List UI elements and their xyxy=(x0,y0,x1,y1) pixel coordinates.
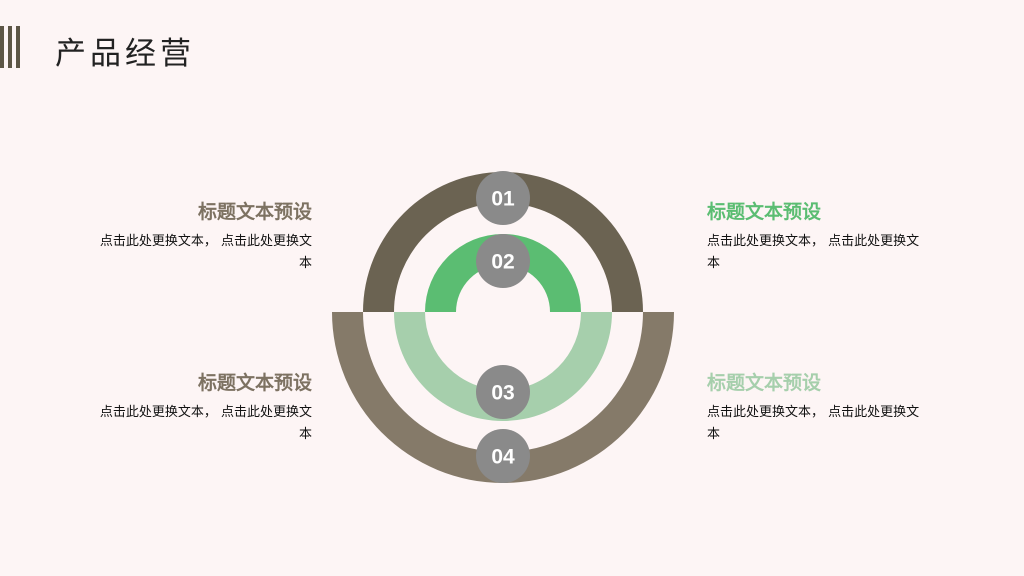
block-body: 点击此处更换文本， 点击此处更换文本 xyxy=(707,405,920,442)
badge-04-label: 04 xyxy=(491,446,515,469)
block-title: 标题文本预设 xyxy=(707,201,822,223)
block-title: 标题文本预设 xyxy=(197,372,312,394)
ring-segment-04 xyxy=(332,312,674,483)
text-block-bottom-right: 标题文本预设 点击此处更换文本， 点击此处更换文本 xyxy=(707,370,927,446)
badge-04: 04 xyxy=(476,429,530,483)
block-body: 点击此处更换文本， 点击此处更换文本 xyxy=(99,405,312,442)
badge-02-label: 02 xyxy=(491,251,514,274)
block-title: 标题文本预设 xyxy=(197,201,312,223)
badge-01: 01 xyxy=(476,171,530,225)
badge-03-label: 03 xyxy=(491,382,514,405)
ring-segment-01 xyxy=(363,172,643,312)
badge-03: 03 xyxy=(476,365,530,419)
page-title: 产品经营 xyxy=(55,36,195,72)
badge-01-label: 01 xyxy=(491,188,515,211)
ring-segment-02 xyxy=(425,234,581,312)
ring-segment-03 xyxy=(394,312,612,421)
text-block-top-left: 标题文本预设 点击此处更换文本， 点击此处更换文本 xyxy=(92,199,312,275)
badge-02: 02 xyxy=(476,234,530,288)
text-block-bottom-left: 标题文本预设 点击此处更换文本， 点击此处更换文本 xyxy=(92,370,312,446)
text-block-top-right: 标题文本预设 点击此处更换文本， 点击此处更换文本 xyxy=(707,199,927,275)
block-title: 标题文本预设 xyxy=(707,372,822,394)
block-body: 点击此处更换文本， 点击此处更换文本 xyxy=(99,234,312,271)
header-bars-icon xyxy=(0,26,30,68)
block-body: 点击此处更换文本， 点击此处更换文本 xyxy=(707,234,920,271)
